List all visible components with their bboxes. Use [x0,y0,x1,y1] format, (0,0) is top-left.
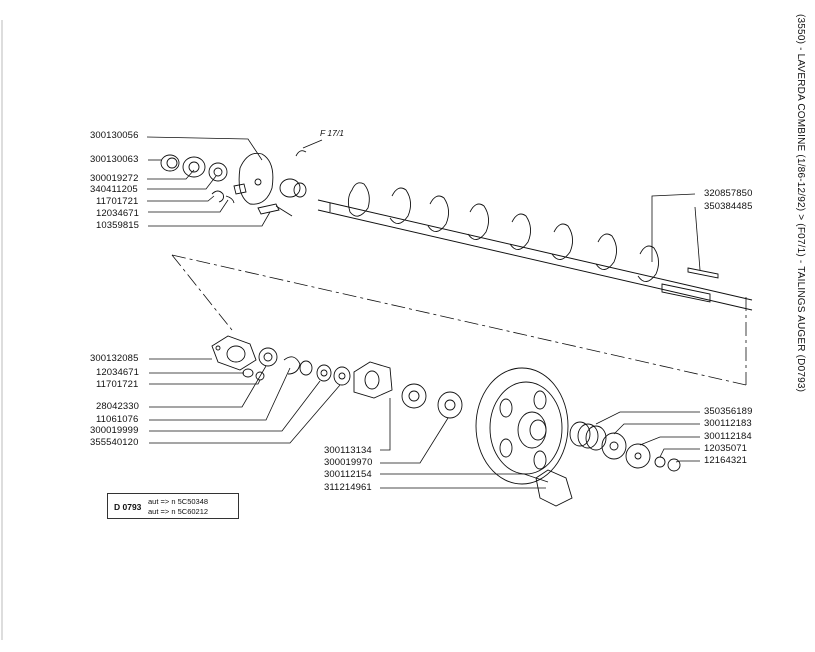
bearing-cap-300130063 [160,154,180,172]
part-label: 300132085 [90,353,139,364]
part-label: 12035071 [704,443,748,454]
nut-300019970 [401,383,427,409]
circlip-11061076 [283,356,301,375]
diagram-legend: D 0793 aut => n 5C50348 aut => n 5C60212 [107,493,239,519]
legend-note: aut => n 5C60212 [148,507,209,516]
part-label: 350384485 [704,201,753,212]
part-label: 300019272 [90,173,139,184]
part-label: 11701721 [96,379,139,390]
page-title: (3550) - LAVERDA COMBINE (1/86-12/92) > … [795,14,806,393]
part-label: 28042330 [96,401,140,412]
washer-300112184 [625,443,651,469]
alignment-lines [171,254,747,386]
bearing-300019272 [182,156,206,178]
part-label: 300019970 [324,457,373,468]
part-label: 350356189 [704,406,753,417]
coupler-300112154 [437,391,463,419]
part-label: 11701721 [96,196,139,207]
bolt-10359815 [257,203,280,215]
bearing-28042330 [258,347,278,367]
key-350384485 [687,267,719,279]
leader-lines [146,136,701,489]
part-label: 300113134 [324,445,372,456]
part-label: 12164321 [704,455,748,466]
part-label: 300112184 [704,431,752,442]
auger-screw [317,182,753,311]
spring-350356189 [569,421,591,447]
collar-340411205 [208,162,228,182]
part-label: 11061076 [96,414,139,425]
lower-drive-group [211,335,681,507]
part-label: 311214961 [324,482,372,493]
flange-300132085 [211,335,257,371]
washer-355540120 [333,366,351,386]
upper-bearing-group [160,139,323,217]
washer-300019999 [316,364,332,382]
washer-12035071 [654,456,666,468]
hub-300113134 [353,361,393,399]
legend-note: aut => n 5C50348 [148,497,209,506]
pulley-311214961 [475,367,569,485]
part-label: 300019999 [90,425,139,436]
part-label: 12034671 [96,208,140,219]
figure-reference: F 17/1 [320,128,344,138]
flange-300130056 [238,152,274,205]
part-label: 320857850 [704,188,753,199]
nut-12164321 [667,458,681,472]
part-label: 340411205 [90,184,138,195]
washer-12034671 [242,368,254,378]
part-label: 300130063 [90,154,139,165]
diagram-code: D 0793 [114,502,142,512]
part-label: 355540120 [90,437,139,448]
part-label: 12034671 [96,367,140,378]
part-label: 300112154 [324,469,372,480]
coupler-f17 [279,178,301,198]
part-label: 10359815 [96,220,140,231]
part-label: 300112183 [704,418,752,429]
part-label: 300130056 [90,130,139,141]
washer-300112183 [601,432,627,460]
nut-11701721 [211,190,224,203]
